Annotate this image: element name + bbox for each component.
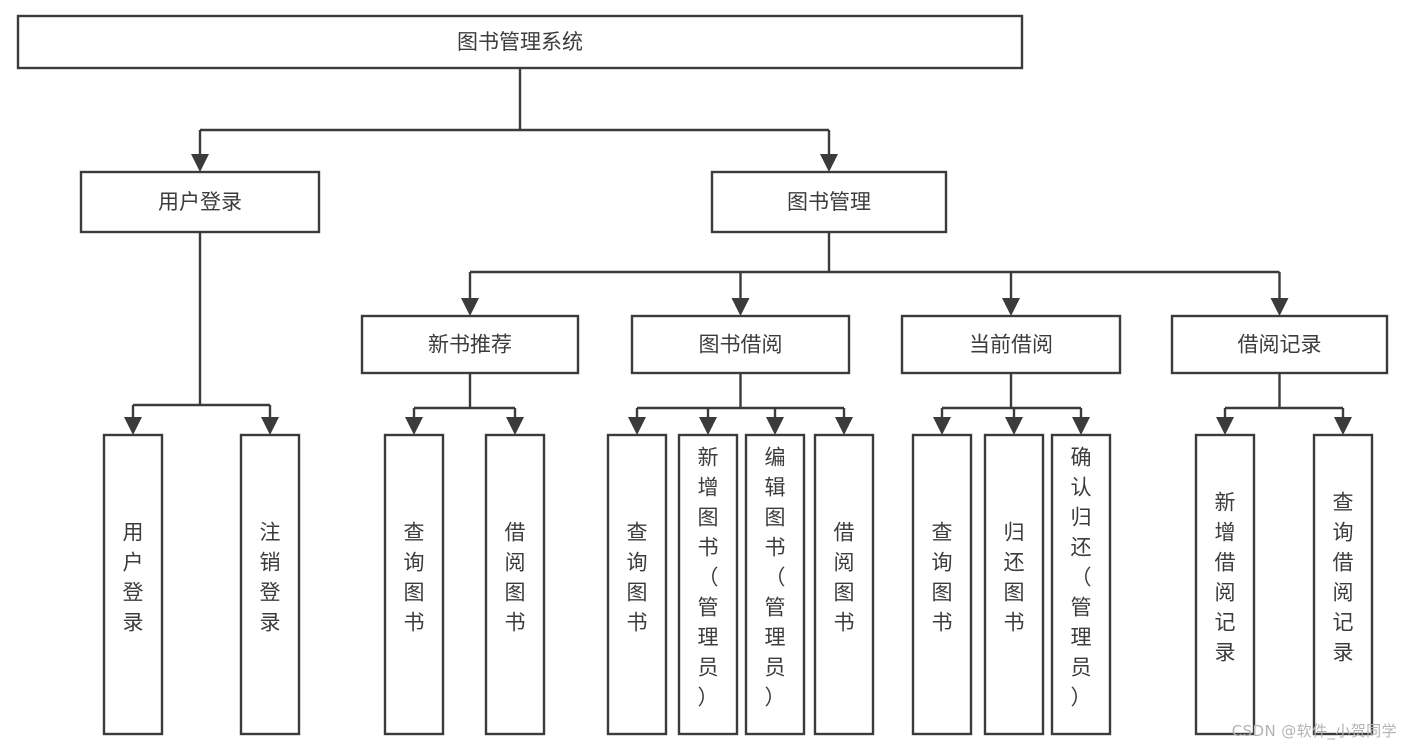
node-box-leaf-add-borrow-record — [1194, 433, 1256, 736]
arrow-head-icon — [261, 417, 279, 435]
node-label-leaf-query-book-recommend: 查询图书 — [404, 521, 425, 635]
node-leaf-logout[interactable]: 注销登录 — [239, 433, 301, 736]
node-leaf-borrow-book-recommend[interactable]: 借阅图书 — [484, 433, 546, 736]
arrow-head-icon — [933, 417, 951, 435]
node-label-leaf-query-borrow-record: 查询借阅记录 — [1333, 491, 1354, 665]
connector-conn-book-management — [461, 232, 1289, 316]
node-box-current-borrow — [900, 314, 1122, 375]
arrow-head-icon — [506, 417, 524, 435]
arrow-head-icon — [731, 298, 750, 316]
arrow-head-icon — [1334, 417, 1352, 435]
node-leaf-query-book-current[interactable]: 查询图书 — [911, 433, 973, 736]
connector-conn-root — [191, 68, 838, 172]
arrow-head-icon — [191, 154, 209, 172]
node-leaf-query-book-recommend[interactable]: 查询图书 — [383, 433, 445, 736]
node-leaf-borrow-book[interactable]: 借阅图书 — [813, 433, 875, 736]
node-label-leaf-confirm-return: 确认归还（管理员） — [1071, 446, 1092, 710]
node-book-borrow[interactable]: 图书借阅 — [630, 314, 851, 375]
node-leaf-return-book[interactable]: 归还图书 — [983, 433, 1045, 736]
node-box-borrow-record — [1170, 314, 1389, 375]
node-box-leaf-query-book-recommend — [383, 433, 445, 736]
node-current-borrow[interactable]: 当前借阅 — [900, 314, 1122, 375]
node-box-leaf-edit-book — [744, 433, 806, 736]
node-box-leaf-confirm-return — [1050, 433, 1112, 736]
node-leaf-confirm-return[interactable]: 确认归还（管理员） — [1050, 433, 1112, 736]
arrow-head-icon — [699, 417, 717, 435]
node-label-leaf-borrow-book: 借阅图书 — [834, 521, 855, 635]
node-leaf-edit-book[interactable]: 编辑图书（管理员） — [744, 433, 806, 736]
node-label-current-borrow: 当前借阅 — [969, 333, 1053, 357]
node-root[interactable]: 图书管理系统 — [16, 14, 1024, 70]
node-label-leaf-query-book-borrow: 查询图书 — [627, 521, 648, 635]
arrow-head-icon — [1002, 298, 1020, 316]
connector-conn-new-book-recommend — [405, 373, 524, 435]
node-box-leaf-borrow-book — [813, 433, 875, 736]
node-label-leaf-logout: 注销登录 — [260, 521, 281, 635]
connector-conn-borrow-record — [1216, 373, 1352, 435]
arrow-head-icon — [1005, 417, 1023, 435]
arrow-head-icon — [628, 417, 646, 435]
arrow-head-icon — [405, 417, 423, 435]
node-box-leaf-query-book-current — [911, 433, 973, 736]
connector-layer — [124, 68, 1352, 435]
watermark-label: CSDN @软件_小贺同学 — [1231, 722, 1397, 740]
node-box-leaf-query-book-borrow — [606, 433, 668, 736]
node-label-book-management: 图书管理 — [787, 190, 871, 214]
node-box-leaf-return-book — [983, 433, 1045, 736]
arrow-head-icon — [124, 417, 142, 435]
node-box-user-login — [79, 170, 321, 234]
node-layer: 图书管理系统用户登录图书管理新书推荐图书借阅当前借阅借阅记录用户登录注销登录查询… — [16, 14, 1389, 736]
arrow-head-icon — [1270, 298, 1289, 316]
node-box-book-management — [710, 170, 948, 234]
node-box-leaf-logout — [239, 433, 301, 736]
node-box-leaf-query-borrow-record — [1312, 433, 1374, 736]
node-borrow-record[interactable]: 借阅记录 — [1170, 314, 1389, 375]
node-user-login[interactable]: 用户登录 — [79, 170, 321, 234]
node-box-book-borrow — [630, 314, 851, 375]
node-label-borrow-record: 借阅记录 — [1238, 333, 1322, 357]
node-label-leaf-edit-book: 编辑图书（管理员） — [765, 446, 786, 710]
node-label-leaf-add-borrow-record: 新增借阅记录 — [1215, 491, 1236, 665]
node-box-leaf-borrow-book-recommend — [484, 433, 546, 736]
connector-conn-current-borrow — [933, 373, 1090, 435]
connector-conn-user-login — [124, 232, 279, 435]
node-label-leaf-user-login: 用户登录 — [123, 521, 144, 635]
node-box-root — [16, 14, 1024, 70]
node-leaf-query-borrow-record[interactable]: 查询借阅记录 — [1312, 433, 1374, 736]
node-label-leaf-query-book-current: 查询图书 — [932, 521, 953, 635]
arrow-head-icon — [820, 154, 838, 172]
node-leaf-user-login[interactable]: 用户登录 — [102, 433, 164, 736]
node-box-leaf-user-login — [102, 433, 164, 736]
arrow-head-icon — [1072, 417, 1090, 435]
node-leaf-add-book[interactable]: 新增图书（管理员） — [677, 433, 739, 736]
arrow-head-icon — [766, 417, 784, 435]
node-label-leaf-add-book: 新增图书（管理员） — [698, 446, 719, 710]
node-box-leaf-add-book — [677, 433, 739, 736]
arrow-head-icon — [461, 298, 479, 316]
node-label-user-login: 用户登录 — [158, 190, 242, 214]
connector-conn-book-borrow — [628, 373, 853, 435]
node-new-book-recommend[interactable]: 新书推荐 — [360, 314, 580, 375]
node-box-new-book-recommend — [360, 314, 580, 375]
arrow-head-icon — [1216, 417, 1234, 435]
arrow-head-icon — [835, 417, 853, 435]
node-book-management[interactable]: 图书管理 — [710, 170, 948, 234]
node-label-new-book-recommend: 新书推荐 — [428, 333, 512, 357]
node-label-leaf-borrow-book-recommend: 借阅图书 — [505, 521, 526, 635]
node-leaf-query-book-borrow[interactable]: 查询图书 — [606, 433, 668, 736]
node-label-leaf-return-book: 归还图书 — [1004, 521, 1025, 635]
node-leaf-add-borrow-record[interactable]: 新增借阅记录 — [1194, 433, 1256, 736]
node-label-book-borrow: 图书借阅 — [699, 333, 783, 357]
node-label-root: 图书管理系统 — [457, 30, 583, 54]
